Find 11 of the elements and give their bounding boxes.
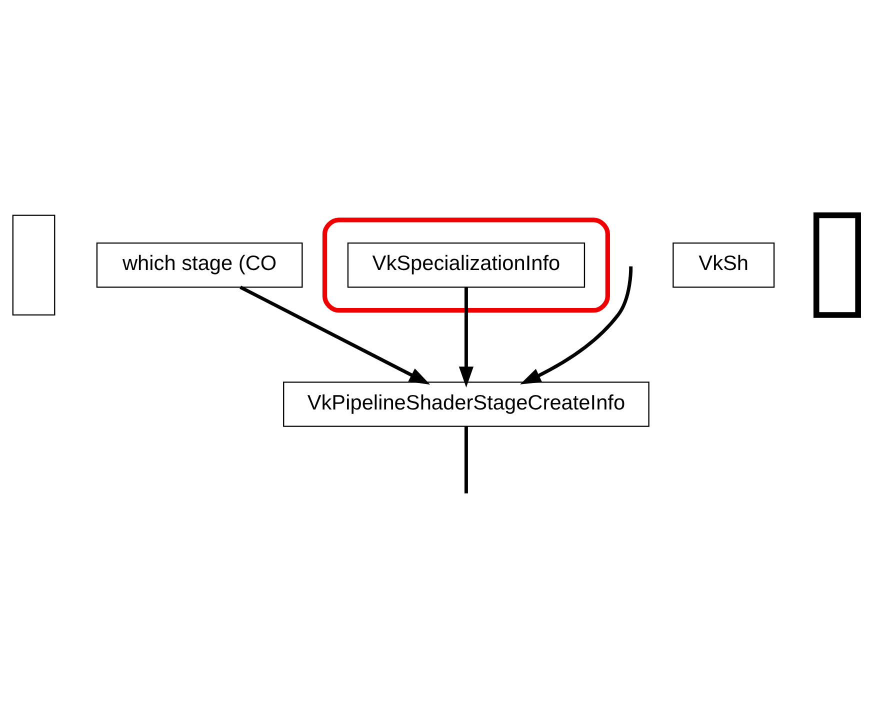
arrow	[458, 287, 474, 388]
node-box: VkSh	[672, 242, 775, 288]
arrow	[240, 286, 430, 385]
node-box	[813, 212, 861, 318]
node-box: VkSpecializationInfo	[347, 242, 586, 288]
cluster	[322, 218, 610, 313]
node-box: which stage (CO	[96, 242, 303, 288]
connector	[464, 426, 468, 494]
node-box: VkPipelineShaderStageCreateInfo	[283, 382, 650, 427]
arrow	[520, 266, 633, 384]
node-box	[12, 214, 56, 316]
